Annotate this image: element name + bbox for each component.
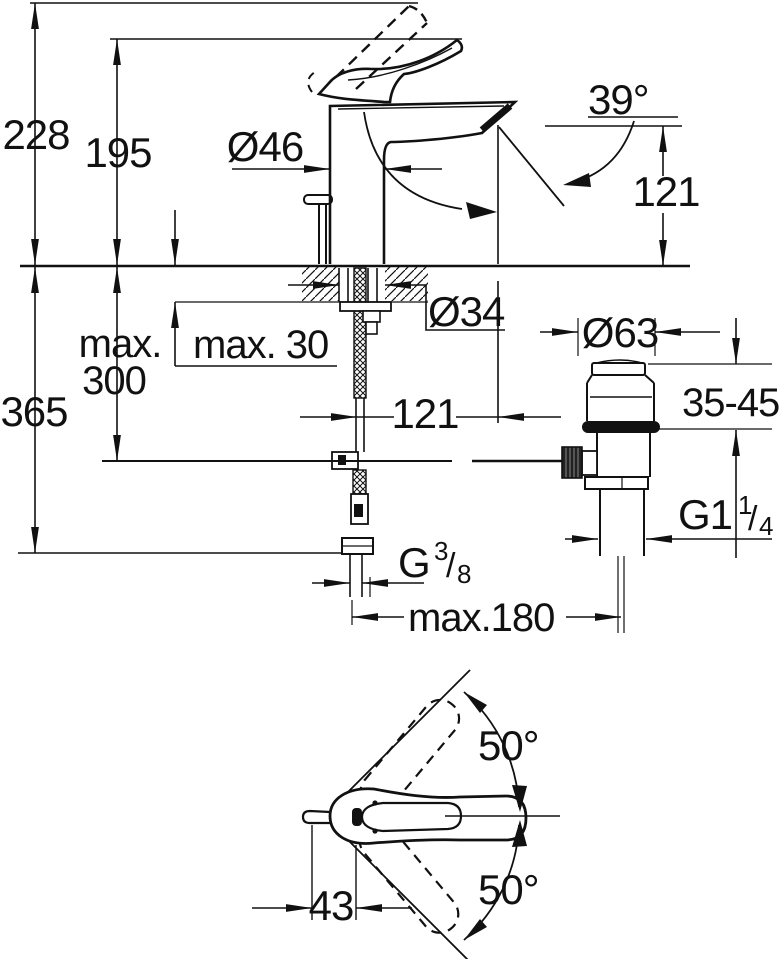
dim-50up-label: 50° [478, 722, 539, 769]
lever-handle [316, 38, 464, 104]
dim-g38-sup: 3 [434, 536, 448, 566]
dim-d34-leader [420, 284, 505, 331]
mounting-nut-step1 [362, 310, 381, 323]
dim-d63-label: Ø63 [582, 309, 658, 356]
handle-dot-icon [372, 828, 378, 834]
dim-max300-word: max. [79, 322, 162, 366]
dim-195-label: 195 [84, 129, 151, 176]
dim-g114-sup: 1 [738, 490, 752, 520]
rod-socket [581, 450, 598, 476]
dim-3545-label: 35-45 [682, 381, 779, 425]
handle-dot-icon [372, 800, 378, 806]
deck-hatch-right [385, 267, 428, 301]
spray-direction-arrowhead-icon [466, 202, 497, 219]
handle-pin [352, 808, 362, 826]
dim-50down-label: 50° [478, 866, 539, 913]
spray-direction-arc [363, 111, 463, 210]
swivel-line-up [346, 669, 471, 794]
dim-d34-label: Ø34 [428, 288, 505, 335]
spout-tip-plan [301, 809, 331, 825]
swivel-arc-down-arrowhead-icon [464, 919, 487, 940]
top-view: 50° 50° 43 [252, 669, 560, 959]
dim-g38-base: G [398, 539, 430, 586]
faucet-body-outline [328, 100, 519, 264]
lever-raised-edge-right [355, 22, 428, 90]
handle-plan-grip [360, 801, 463, 833]
dim-228-label: 228 [2, 111, 69, 158]
dim-d46-label: Ø46 [227, 123, 303, 170]
popup-rod-knob [303, 194, 333, 205]
dim-g114-base: G1 [678, 491, 732, 538]
dim-g38-sub: 8 [457, 559, 471, 589]
aerator-face [479, 103, 513, 133]
dim-max180-label: max.180 [408, 596, 554, 640]
dim-max30-label: max. 30 [193, 323, 328, 367]
waste-cap [591, 362, 646, 376]
dim-39deg-label: 39° [588, 76, 649, 123]
spray-angle-arc [569, 120, 635, 184]
waste-valve-assembly: Ø63 [540, 309, 720, 633]
waste-cap-top-arc [595, 359, 643, 364]
lever-raised-pivot-arc [307, 71, 316, 93]
hose-connector-window [354, 504, 363, 517]
swivel-arc-up-arrowhead-icon [464, 692, 487, 713]
dim-121r-label: 121 [391, 390, 458, 437]
swivel-arc-up-base-arrowhead-icon [512, 785, 527, 812]
spray-angle-line [498, 126, 565, 207]
mounting-nut-step2 [365, 321, 378, 335]
waste-flange-flare [586, 374, 655, 384]
dim-g114-slash: / [748, 500, 758, 538]
swivel-arc-down-base-arrowhead-icon [512, 820, 527, 847]
under-sink-assembly [102, 267, 563, 597]
hose-threaded-segment [352, 469, 367, 495]
lever-raised-tip [408, 4, 429, 24]
dim-max300-value: 300 [82, 359, 146, 403]
deck-hatch-left [302, 267, 339, 301]
faucet-top-face-line [337, 105, 505, 110]
dim-121h-label: 121 [632, 168, 699, 215]
spray-angle-arrowhead-icon [563, 173, 591, 187]
swivel-line-down [346, 838, 469, 959]
dim-43-label: 43 [309, 882, 354, 929]
dim-g38-slash: / [446, 547, 456, 585]
waste-oring [582, 421, 660, 433]
threaded-shank [353, 267, 367, 399]
dim-365-label: 365 [0, 388, 67, 435]
side-view: 228 195 Ø46 39° [0, 2, 780, 640]
dim-g114-sub: 4 [759, 511, 773, 541]
knurled-rod-knob [561, 446, 583, 479]
mounting-washer [339, 301, 392, 312]
waste-locknut [584, 476, 649, 490]
lever-handle-detail-line [347, 47, 453, 81]
